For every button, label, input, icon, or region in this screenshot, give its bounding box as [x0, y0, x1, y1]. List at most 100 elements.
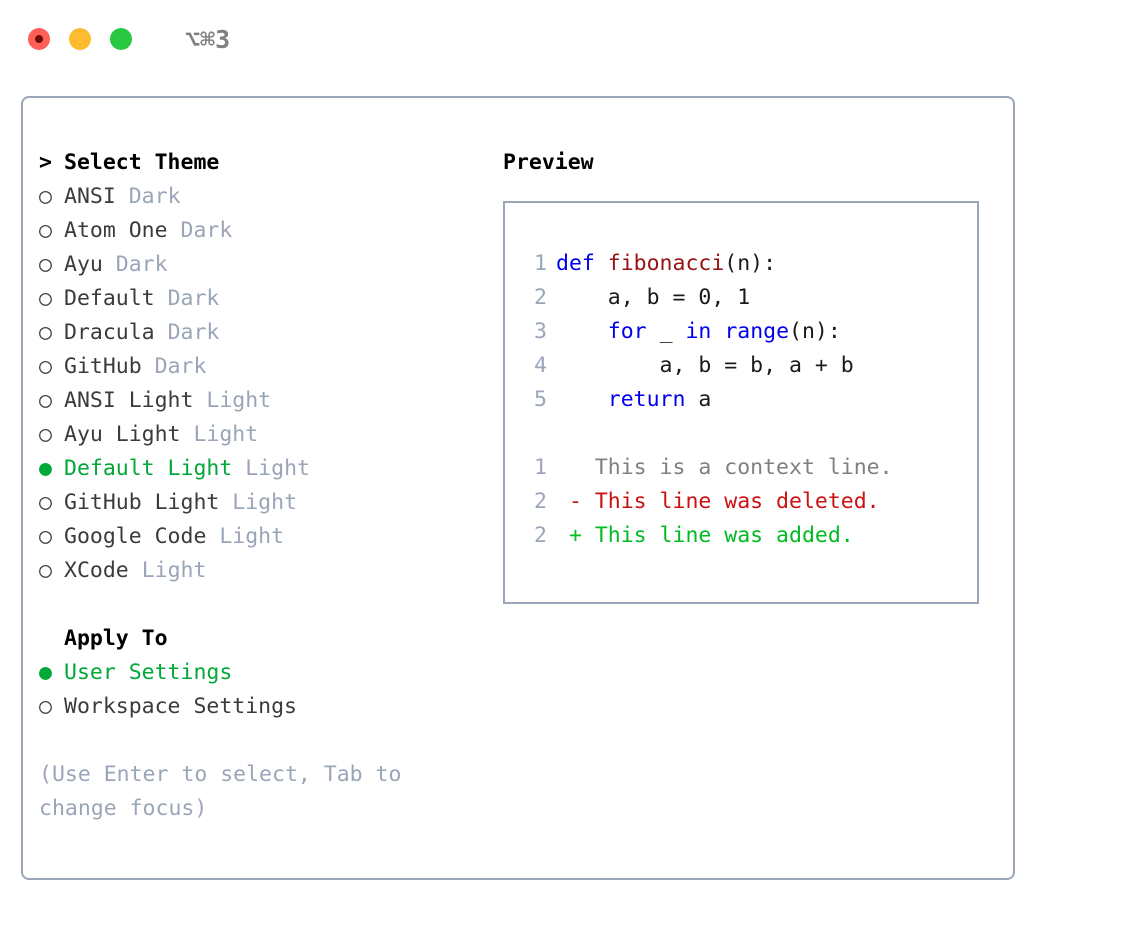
theme-gap — [155, 316, 168, 350]
theme-kind-label: Dark — [167, 320, 220, 345]
radio-unselected-icon[interactable]: ○ — [39, 422, 52, 447]
radio-unselected-icon[interactable]: ○ — [39, 252, 52, 277]
theme-picker-column: >Select Theme ○ANSI Dark○Atom One Dark○A… — [39, 146, 479, 826]
apply-to-heading: Apply To — [39, 622, 479, 656]
diff-sample: 1 This is a context line.2 - This line w… — [521, 451, 977, 553]
minimize-button[interactable] — [69, 28, 91, 50]
radio-selected-icon[interactable]: ● — [39, 456, 52, 481]
theme-kind-label: Dark — [154, 354, 207, 379]
code-line: 3 for _ in range(n): — [521, 315, 977, 349]
theme-list-item[interactable]: ○ Google Code Light — [39, 520, 479, 554]
theme-list-item[interactable]: ○ANSI Light Light — [39, 384, 479, 418]
apply-to-options: ●User Settings○Workspace Settings — [39, 656, 479, 724]
theme-gap — [206, 520, 219, 554]
diff-line: 1 This is a context line. — [521, 451, 977, 485]
radio-unselected-icon[interactable]: ○ — [39, 320, 52, 345]
main-panel: >Select Theme ○ANSI Dark○Atom One Dark○A… — [21, 96, 1015, 880]
radio-unselected-icon[interactable]: ○ — [39, 524, 52, 549]
theme-list-item[interactable]: ○Ayu Dark — [39, 248, 479, 282]
theme-list-item[interactable]: ○ Atom One Dark — [39, 214, 479, 248]
theme-gap — [181, 418, 194, 452]
apply-to-heading-marker — [39, 622, 64, 656]
theme-gap — [142, 350, 155, 384]
theme-gap — [103, 248, 116, 282]
theme-name: XCode — [64, 558, 129, 583]
preview-title: Preview — [503, 150, 594, 175]
theme-name: Dracula — [64, 320, 155, 345]
diff-line: 2 + This line was added. — [521, 519, 977, 553]
radio-unselected-icon[interactable]: ○ — [39, 388, 52, 413]
code-token: a, b = b, a + b — [556, 353, 854, 378]
code-diff-separator — [521, 417, 977, 451]
keyboard-hint: (Use Enter to select, Tab to change focu… — [39, 762, 415, 821]
radio-unselected-icon[interactable]: ○ — [39, 184, 52, 209]
theme-list-item[interactable]: ○ Dracula Dark — [39, 316, 479, 350]
title-bar: ⌥⌘3 — [0, 0, 1140, 78]
theme-name: Ayu — [64, 252, 103, 277]
apply-to-option[interactable]: ●User Settings — [39, 656, 479, 690]
select-theme-heading-label: Select Theme — [64, 150, 220, 175]
line-number: 2 — [534, 489, 547, 514]
code-token: in — [685, 319, 712, 344]
code-line: 2 a, b = 0, 1 — [521, 281, 977, 315]
code-token — [711, 319, 724, 344]
code-line: 5 return a — [521, 383, 977, 417]
radio-unselected-icon[interactable]: ○ — [39, 694, 52, 719]
line-number: 1 — [534, 455, 547, 480]
apply-to-option[interactable]: ○Workspace Settings — [39, 690, 479, 724]
theme-kind-label: Light — [193, 422, 259, 447]
select-theme-heading: > Select Theme — [39, 146, 479, 180]
code-token: - This line was deleted. — [556, 489, 880, 514]
theme-gap — [232, 452, 245, 486]
theme-kind-label: Light — [245, 456, 310, 481]
code-token — [556, 387, 608, 412]
radio-unselected-icon[interactable]: ○ — [39, 354, 52, 379]
maximize-button[interactable] — [110, 28, 132, 50]
radio-selected-icon[interactable]: ● — [39, 660, 52, 685]
radio-unselected-icon[interactable]: ○ — [39, 218, 52, 243]
line-number: 3 — [534, 319, 547, 344]
diff-line: 2 - This line was deleted. — [521, 485, 977, 519]
code-token: range — [724, 319, 790, 344]
radio-unselected-icon[interactable]: ○ — [39, 558, 52, 583]
theme-name: Google Code — [64, 524, 207, 549]
theme-list-item[interactable]: ○ GitHub Dark — [39, 350, 479, 384]
code-token: This is a context line. — [556, 455, 893, 480]
list-spacer — [39, 588, 479, 622]
code-token: for — [607, 319, 647, 344]
theme-list-item[interactable]: ○ XCode Light — [39, 554, 479, 588]
theme-name: GitHub — [64, 354, 142, 379]
theme-gap — [116, 180, 129, 214]
theme-gap — [193, 384, 206, 418]
theme-name: ANSI — [64, 184, 116, 209]
theme-list-item[interactable]: ●Default Light Light — [39, 452, 479, 486]
code-token: def — [556, 251, 608, 276]
theme-kind-label: Dark — [180, 218, 233, 243]
theme-name: GitHub Light — [64, 490, 220, 515]
close-button[interactable] — [28, 28, 50, 50]
theme-list-item[interactable]: ○ Ayu Light Light — [39, 418, 479, 452]
apply-to-heading-label: Apply To — [64, 626, 168, 651]
theme-gap — [129, 554, 142, 588]
line-number: 4 — [534, 353, 547, 378]
theme-name: Ayu Light — [64, 422, 181, 447]
theme-list-item[interactable]: ○Default Dark — [39, 282, 479, 316]
theme-list-item[interactable]: ○ANSI Dark — [39, 180, 479, 214]
code-token: + This line was added. — [556, 523, 854, 548]
theme-gap — [219, 486, 232, 520]
theme-name: Atom One — [64, 218, 168, 243]
code-token: fibonacci — [607, 251, 725, 276]
theme-list-item[interactable]: ○GitHub Light Light — [39, 486, 479, 520]
line-number: 1 — [534, 251, 547, 276]
theme-kind-label: Light — [141, 558, 207, 583]
prompt-caret-icon: > — [39, 150, 52, 175]
radio-unselected-icon[interactable]: ○ — [39, 286, 52, 311]
theme-list: ○ ANSI Dark ○ Atom One Dark ○ Ayu Dark ○Defaul… — [39, 180, 479, 588]
theme-kind-label: Light — [219, 524, 285, 549]
radio-unselected-icon[interactable]: ○ — [39, 490, 52, 515]
